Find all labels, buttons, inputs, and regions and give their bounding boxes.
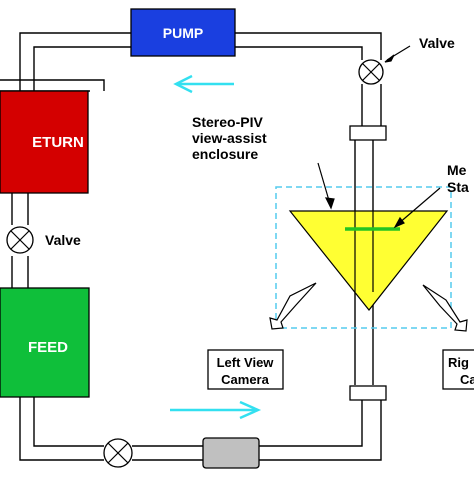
- valve-icon: [358, 59, 384, 85]
- pipe-top-inner: [33, 46, 133, 91]
- left-camera-label-box: [207, 349, 284, 390]
- left-camera-label-line1: Left View: [217, 355, 275, 370]
- measurement-label-line2: Sta: [447, 179, 469, 195]
- pump-box: [130, 8, 236, 57]
- right-camera-arrow-icon: [422, 284, 468, 332]
- feed-tank-label: FEED: [28, 339, 68, 356]
- left-camera-label-line2: Camera: [221, 372, 269, 387]
- valve-left-label: Valve: [45, 232, 81, 248]
- stereo-piv-label-line3: enclosure: [192, 146, 258, 162]
- right-camera-label-box: [442, 349, 474, 390]
- pipe-right-lower-outer: [310, 400, 382, 461]
- return-tank-label: ETURN: [32, 134, 84, 151]
- flow-arrow-icon: [173, 74, 234, 94]
- pipe-bottom-left-inner: [33, 397, 104, 447]
- stereo-piv-label-line1: Stereo-PIV: [192, 114, 263, 130]
- flowmeter: [202, 437, 260, 469]
- stereo-piv-label-line2: view-assist: [192, 130, 267, 146]
- pump-label: PUMP: [163, 25, 203, 41]
- pipe-right-lower-inner: [310, 400, 363, 447]
- pipe-return-top-outer: [0, 79, 105, 91]
- measurement-label-line1: Me: [447, 162, 467, 178]
- pipe-top-outer: [19, 32, 133, 91]
- return-tank: [0, 90, 89, 194]
- pipe-top-right-outer: [235, 32, 382, 60]
- valve-icon: [6, 226, 34, 254]
- pipe-bottom-left-outer: [19, 397, 104, 461]
- view-assist-prism: [288, 210, 449, 311]
- flow-arrow-icon: [170, 400, 262, 420]
- feed-tank: [0, 287, 90, 398]
- pipe-top-right-inner: [235, 46, 363, 60]
- stereo-piv-dashed-enclosure: [275, 186, 452, 329]
- valve-icon: [103, 438, 133, 468]
- leader-lines: [317, 45, 441, 229]
- left-camera-arrow-icon: [269, 282, 317, 330]
- right-camera-label-line1: Rig: [448, 355, 469, 370]
- bottom-flange: [349, 385, 387, 401]
- top-flange: [349, 125, 387, 141]
- valve-top-label: Valve: [419, 35, 455, 51]
- right-camera-label-line2: Ca: [460, 372, 474, 387]
